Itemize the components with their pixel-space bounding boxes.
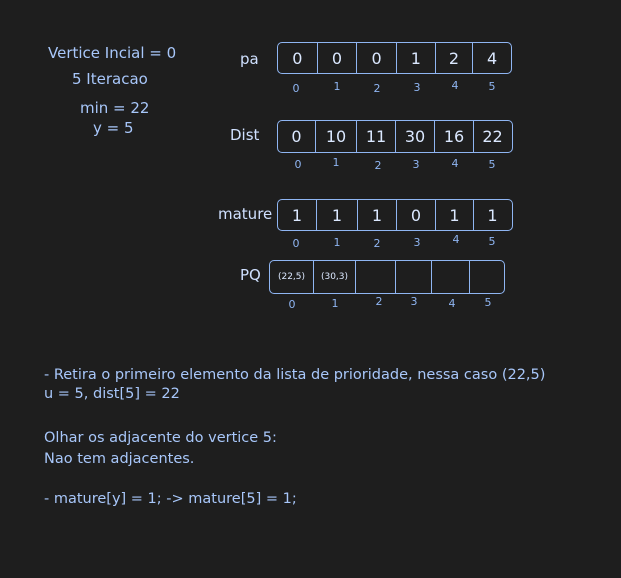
note-remove-first: - Retira o primeiro elemento da lista de…: [44, 367, 546, 383]
array-index: 5: [488, 80, 496, 93]
array-index: 0: [292, 237, 300, 250]
min-text: min = 22: [80, 99, 150, 117]
array-index: 0: [294, 158, 302, 171]
array-index: 3: [413, 81, 421, 94]
array-index: 1: [332, 156, 340, 169]
array-dist: 0 10 11 30 16 22: [277, 120, 513, 153]
array-label-pq: PQ: [240, 266, 261, 284]
array-pa: 0 0 0 1 2 4: [277, 42, 512, 74]
array-cell: 2: [436, 43, 474, 73]
note-mature: - mature[y] = 1; -> mature[5] = 1;: [44, 491, 297, 507]
pq-cell: (22,5): [270, 261, 314, 293]
array-index: 2: [375, 295, 383, 308]
array-label-dist: Dist: [230, 126, 260, 144]
array-index: 3: [410, 295, 418, 308]
pq-cell: [396, 261, 432, 293]
array-mature: 1 1 1 0 1 1: [277, 199, 513, 231]
array-index: 4: [448, 297, 456, 310]
array-index: 4: [452, 233, 460, 246]
array-cell: 1: [487, 205, 498, 225]
array-index: 1: [333, 80, 341, 93]
array-cell: 16: [435, 121, 474, 152]
array-cell: 10: [316, 121, 357, 152]
note-adjacent: Olhar os adjacente do vertice 5:: [44, 430, 277, 446]
array-index: 0: [288, 298, 296, 311]
array-index: 1: [333, 236, 341, 249]
array-index: 5: [488, 235, 496, 248]
array-index: 4: [451, 79, 459, 92]
array-index: 0: [292, 82, 300, 95]
initial-vertex-text: Vertice Incial = 0: [48, 44, 177, 62]
array-label-pa: pa: [240, 50, 259, 68]
array-index: 3: [413, 236, 421, 249]
array-index: 5: [488, 158, 496, 171]
array-cell: 1: [358, 200, 397, 230]
note-u-dist: u = 5, dist[5] = 22: [44, 386, 180, 402]
pq-cell: [432, 261, 470, 293]
note-no-adjacent: Nao tem adjacentes.: [44, 451, 195, 467]
y-text: y = 5: [93, 119, 134, 137]
array-cell: 1: [278, 200, 317, 230]
array-cell: 0: [397, 200, 436, 230]
array-index: 4: [451, 157, 459, 170]
array-index: 3: [412, 158, 420, 171]
array-cell: 1: [317, 200, 358, 230]
array-label-mature: mature: [218, 205, 273, 223]
pq-cell: [470, 261, 504, 293]
array-cell: 0: [278, 121, 316, 152]
array-cell: 30: [396, 121, 435, 152]
array-cell: 0: [318, 43, 358, 73]
pq-cell: (30,3): [314, 261, 356, 293]
array-cell: 11: [357, 121, 396, 152]
array-pq: (22,5) (30,3): [269, 260, 505, 294]
pq-cell: [356, 261, 396, 293]
array-index: 2: [373, 82, 381, 95]
iteration-text: 5 Iteracao: [72, 70, 148, 88]
array-cell: 1: [397, 43, 436, 73]
array-index: 2: [374, 159, 382, 172]
array-index: 5: [484, 296, 492, 309]
array-cell: 0: [357, 43, 397, 73]
array-cell: 0: [278, 43, 318, 73]
array-cell: 1: [436, 200, 474, 230]
array-cell: 22: [482, 127, 503, 146]
array-index: 1: [331, 297, 339, 310]
array-cell: 4: [487, 48, 498, 68]
array-index: 2: [373, 237, 381, 250]
